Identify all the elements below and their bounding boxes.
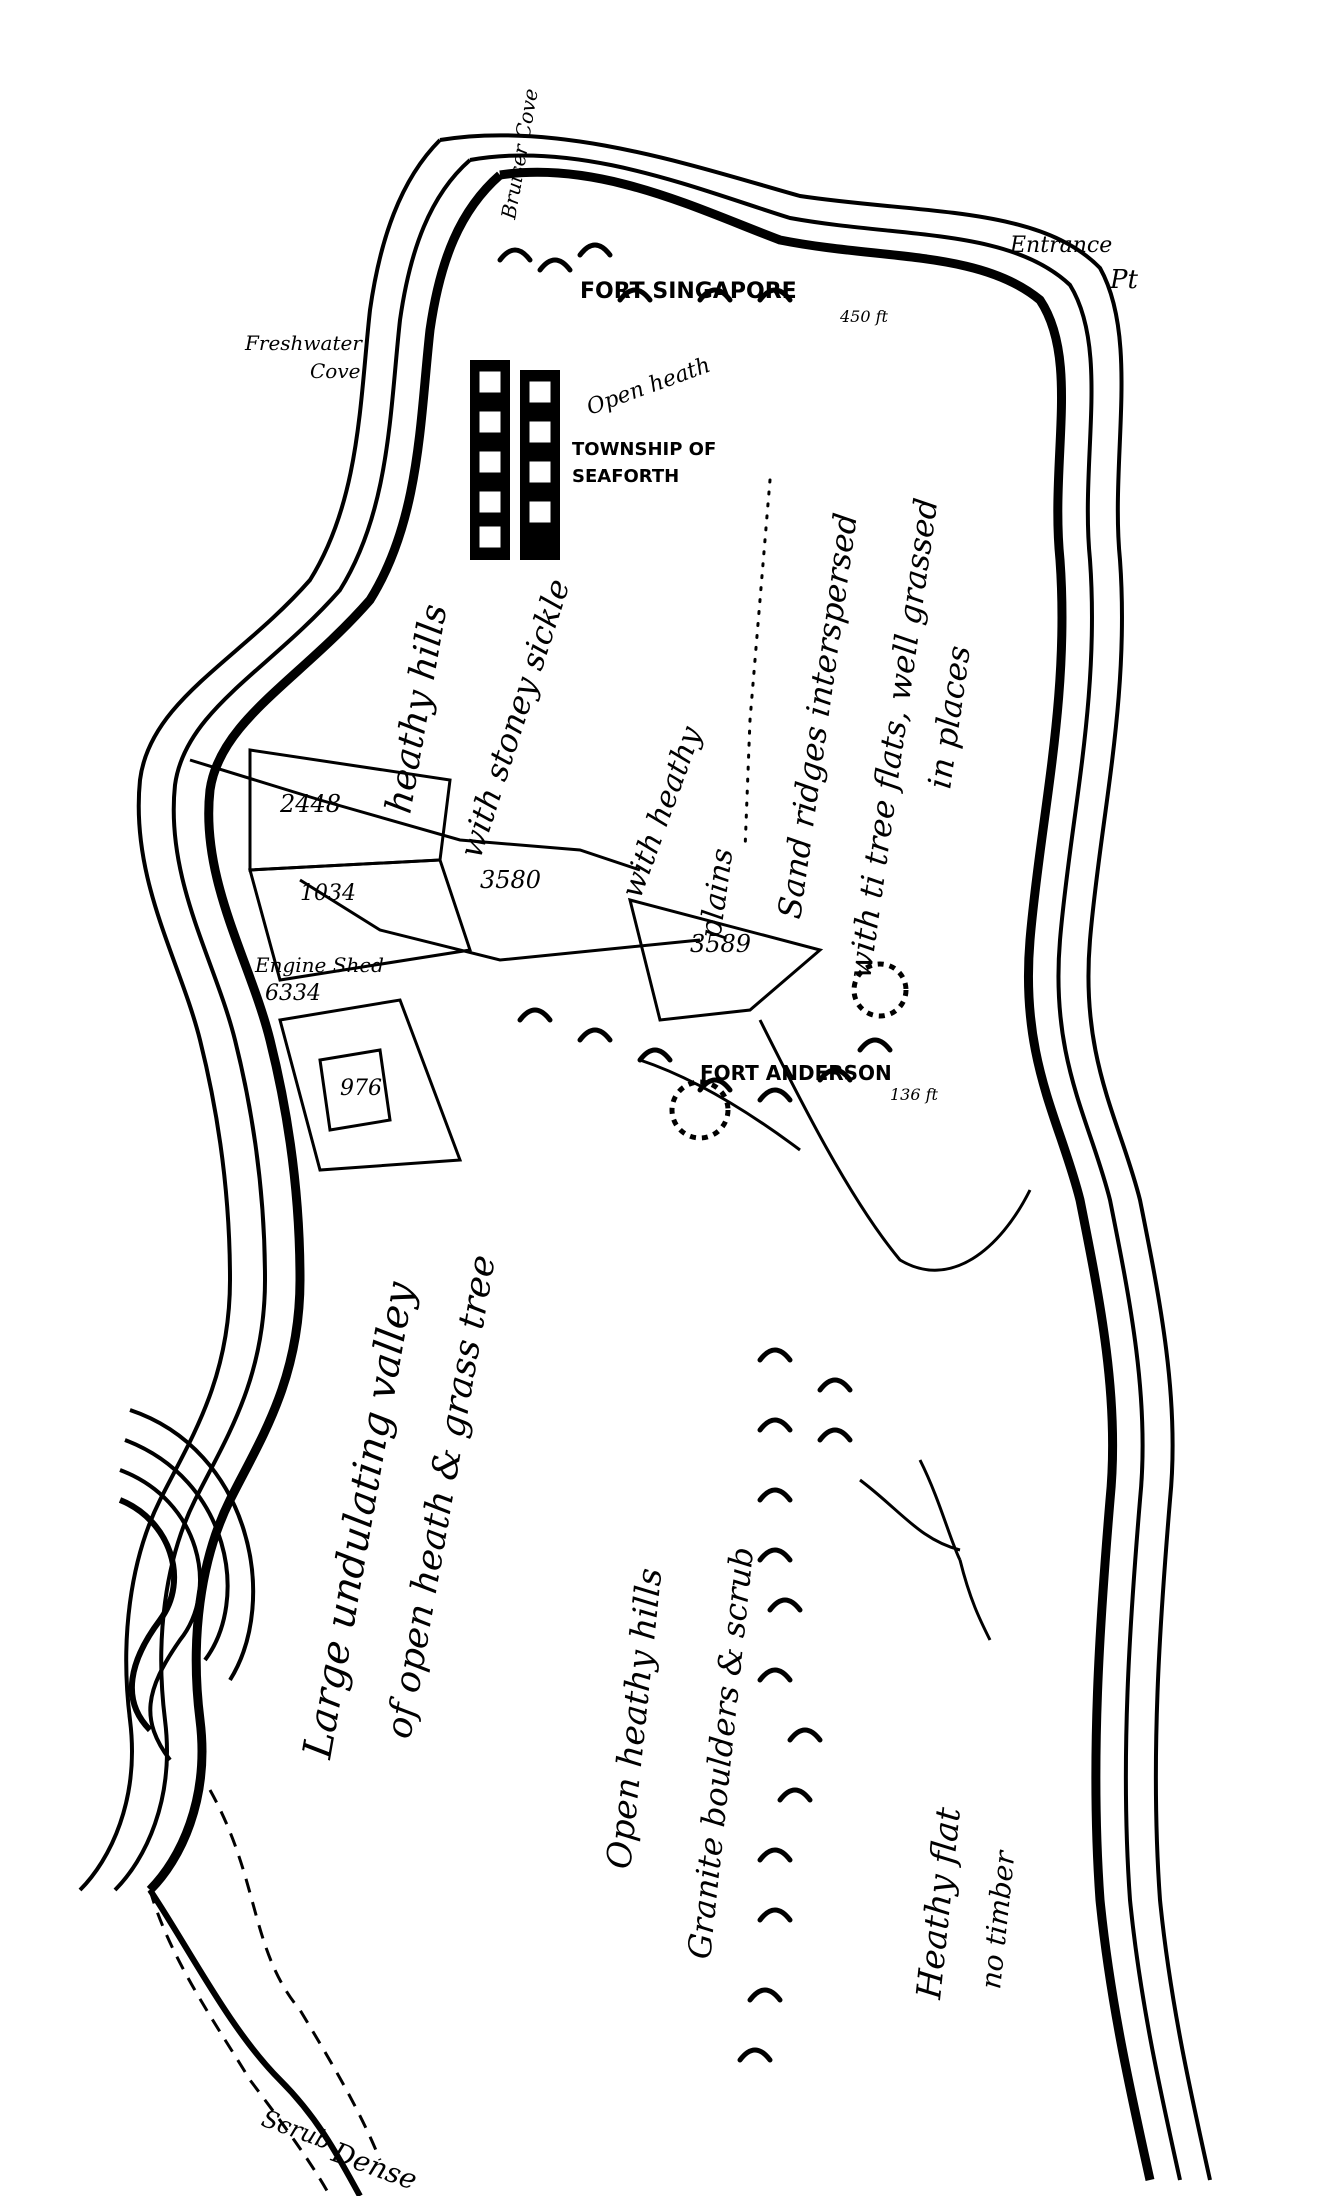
label-with-heathy: with heathy: [615, 721, 710, 903]
dashed-track-south-2: [208, 1789, 382, 2161]
creek-south: [859, 1459, 992, 1641]
lot-boundary-lower: [278, 998, 463, 1172]
road-main: [189, 758, 641, 872]
label-heathy-hills: heathy hills: [378, 601, 455, 816]
label-scrub: Scrub: [258, 2104, 335, 2155]
hill-tufts: [497, 242, 909, 2063]
township-blocks: [470, 360, 560, 560]
label-lot-3589: 3589: [690, 930, 751, 958]
road-east: [639, 1058, 801, 1152]
label-township-2: SEAFORTH: [572, 466, 679, 487]
label-open-heath: Open heath: [584, 353, 714, 421]
label-lot-976: 976: [340, 1076, 382, 1101]
label-fort-singapore: FORT SINGAPORE: [580, 279, 797, 304]
label-granite: Granite boulders & scrub: [680, 1545, 761, 1961]
lot-boundary-mid: [248, 858, 472, 982]
hill-knoll: [669, 1079, 731, 1141]
hill-knoll-2: [851, 961, 909, 1019]
label-lot-2448: 2448: [279, 790, 341, 818]
label-height-mid: 136 ft: [890, 1085, 939, 1104]
label-freshwater-cove-2: Cove: [310, 359, 360, 383]
label-sand-ridges: Sand ridges interspersed: [770, 511, 865, 922]
lot-boundary-976: [318, 1048, 392, 1132]
label-freshwater-cove-1: Freshwater: [244, 331, 363, 355]
label-height-top: 450 ft: [839, 307, 889, 326]
map-labels: Bruiser Cove Entrance Pt FORT SINGAPORE …: [244, 87, 1138, 2196]
label-entrance-pt: Pt: [1109, 265, 1138, 295]
tracks-and-boundaries: [148, 478, 1032, 2196]
label-stoney-sickle: with stoney sickle: [451, 574, 577, 862]
label-lot-1034: 1034: [300, 881, 356, 906]
label-lot-3580: 3580: [480, 866, 541, 894]
lot-boundary-3589: [627, 897, 824, 1022]
label-open-hills: Open heathy hills: [599, 1566, 670, 1871]
label-fort-anderson: FORT ANDERSON: [700, 1061, 892, 1085]
label-township-1: TOWNSHIP OF: [572, 439, 716, 460]
dotted-boundary: [743, 478, 772, 852]
label-engine-shed: Engine Shed: [254, 953, 384, 977]
road-branch: [299, 878, 701, 962]
label-lot-6334: 6334: [265, 981, 321, 1006]
road-south: [758, 1019, 1032, 1272]
label-no-timber: no timber: [974, 1848, 1021, 1991]
label-places: in places: [920, 643, 978, 791]
coastline: [78, 133, 1212, 2196]
label-heathy-flat: Heathy flat: [909, 1805, 969, 2002]
label-entrance-point: Entrance: [1009, 233, 1112, 258]
